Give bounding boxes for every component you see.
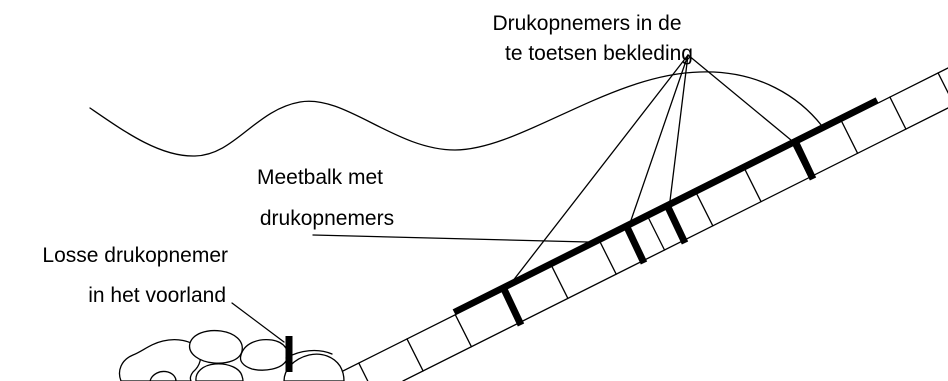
leader-line-loose-sensor <box>231 302 285 343</box>
label-measuring-beam-line2: drukopnemers <box>260 207 394 230</box>
pressure-sensor <box>499 285 525 327</box>
revetment-block-joint <box>937 72 948 95</box>
revetment-block-joint <box>406 338 424 372</box>
label-measuring-beam: Meetbalk met drukopnemers <box>257 166 394 230</box>
rock <box>149 370 177 381</box>
label-revetment-sensors: Drukopnemers in de te toetsen bekleding <box>492 12 693 65</box>
rock <box>283 353 345 381</box>
label-revetment-sensors-line2: te toetsen bekleding <box>505 42 693 65</box>
label-loose-sensor-line1: Losse drukopnemer <box>42 244 228 267</box>
revetment-slope <box>322 67 948 381</box>
leader-lines <box>231 54 798 343</box>
revetment-lower-edge <box>402 107 948 381</box>
rock <box>188 329 243 364</box>
revetment-block-joint <box>551 265 569 300</box>
revetment-block-joints <box>358 72 948 381</box>
revetment-block-joint <box>599 241 617 275</box>
revetment-block-joint <box>889 96 907 130</box>
wave-line <box>89 71 823 157</box>
pressure-sensor <box>622 223 648 265</box>
revetment-block-joint <box>454 314 473 348</box>
foreland-rocks <box>118 329 345 381</box>
revetment-pressure-sensors <box>499 139 817 327</box>
label-revetment-sensors-line1: Drukopnemers in de <box>492 12 681 35</box>
pressure-sensor <box>791 139 817 181</box>
revetment-block-joint <box>358 362 369 381</box>
leader-line-measuring-beam <box>312 234 589 243</box>
rock <box>195 363 244 381</box>
revetment-block-joint <box>696 193 714 227</box>
revetment-block-joint <box>647 217 666 251</box>
label-loose-sensor-line2: in het voorland <box>88 284 226 307</box>
leader-line-revetment-sensor <box>687 54 798 146</box>
rock <box>118 339 202 381</box>
leader-line-revetment-sensor <box>504 54 689 292</box>
leader-line-revetment-sensor <box>668 54 689 210</box>
revetment-block-joint <box>744 168 762 203</box>
revetment-upper-edge <box>322 67 948 381</box>
label-loose-sensor: Losse drukopnemer in het voorland <box>42 244 228 307</box>
label-measuring-beam-line1: Meetbalk met <box>257 166 383 189</box>
pressure-sensor <box>663 203 689 245</box>
rock <box>239 338 289 371</box>
leader-line-revetment-sensor <box>627 54 689 230</box>
revetment-block-joint <box>840 120 859 154</box>
